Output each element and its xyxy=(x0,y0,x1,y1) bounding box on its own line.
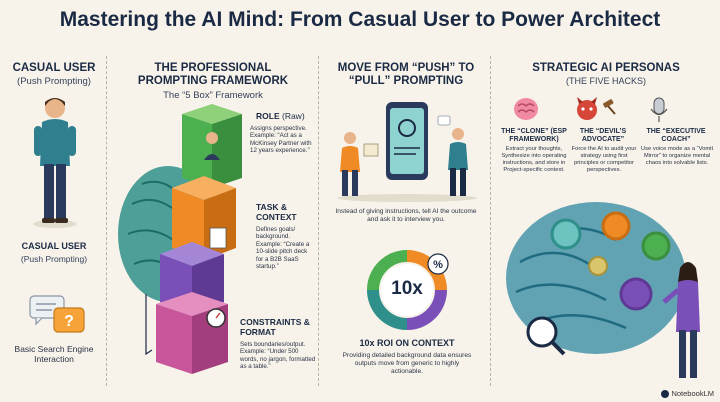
constraints-title: CONSTRAINTS & FORMAT xyxy=(240,317,310,337)
roi-title: 10x ROI ON CONTEXT xyxy=(359,338,455,348)
svg-text:?: ? xyxy=(64,313,74,330)
constraints-desc: Sets boundaries/output. Example: “Under … xyxy=(240,341,316,371)
casual-header-sub: (Push Prompting) xyxy=(17,76,91,87)
svg-text:%: % xyxy=(433,259,443,271)
persona-title-devils-advocate: The “Devil’s Advocate” xyxy=(579,128,627,143)
roi-gauge: % xyxy=(367,250,449,330)
pushpull-desc: Instead of giving instructions, tell AI … xyxy=(335,208,477,223)
casual-header: CASUAL USER xyxy=(12,62,96,74)
framework-header: THE PROFESSIONAL PROMPTING FRAMEWORK xyxy=(137,62,289,87)
roi-desc: Providing detailed background data ensur… xyxy=(342,352,472,375)
personas-sub: (THE FIVE HACKS) xyxy=(565,76,646,86)
brand-label: NotebookLM xyxy=(661,389,714,398)
persona-title-executive-coach: The “Executive Coach” xyxy=(646,128,706,143)
gear-brain-illustration xyxy=(506,202,700,378)
task-desc: Defines goals/ background. Example: “Cre… xyxy=(256,226,310,271)
role-desc: Assigns perspective. Example: “Act as a … xyxy=(250,125,312,155)
devil-icon xyxy=(577,97,597,120)
push-pull-illustration xyxy=(337,102,477,202)
divider-2 xyxy=(318,56,319,386)
casual-mid-sub: (Push Prompting) xyxy=(20,254,88,264)
persona-title-clone: The “Clone” (ESP Framework) xyxy=(501,128,567,143)
gavel-icon xyxy=(603,99,616,115)
brand-text: NotebookLM xyxy=(671,388,714,398)
framework-sub: The “5 Box” Framework xyxy=(163,90,263,101)
persona-desc-clone: Extract your thoughts, Synthesize into o… xyxy=(501,146,567,173)
personas-header: STRATEGIC AI PERSONAS xyxy=(532,62,680,74)
role-title-suffix: (Raw) xyxy=(279,111,305,121)
brain-blocks-illustration xyxy=(118,104,242,374)
pushpull-header: MOVE FROM “PUSH” TO “PULL” PROMPTING xyxy=(337,62,475,87)
role-title: ROLE (Raw) xyxy=(256,111,318,122)
chat-bubbles-icon: ? xyxy=(29,295,85,333)
persona-desc-executive-coach: Use voice mode as a “Vomit Mirror” to or… xyxy=(640,146,714,166)
page-title: Mastering the AI Mind: From Casual User … xyxy=(59,8,661,31)
roi-value: 10x xyxy=(391,278,423,299)
brain-icon xyxy=(514,98,538,120)
casual-mid-label: CASUAL USER xyxy=(21,241,87,251)
persona-desc-devils-advocate: Force the AI to audit your strategy usin… xyxy=(571,146,637,173)
casual-user-illustration xyxy=(33,98,77,228)
microphone-icon xyxy=(650,97,668,122)
divider-3 xyxy=(490,56,491,386)
casual-bottom-text: Basic Search Engine Interaction xyxy=(14,344,94,364)
task-title: TASK & CONTEXT xyxy=(256,202,297,222)
role-title-text: ROLE xyxy=(256,111,280,121)
brand-icon xyxy=(661,390,670,398)
divider-1 xyxy=(106,56,107,386)
